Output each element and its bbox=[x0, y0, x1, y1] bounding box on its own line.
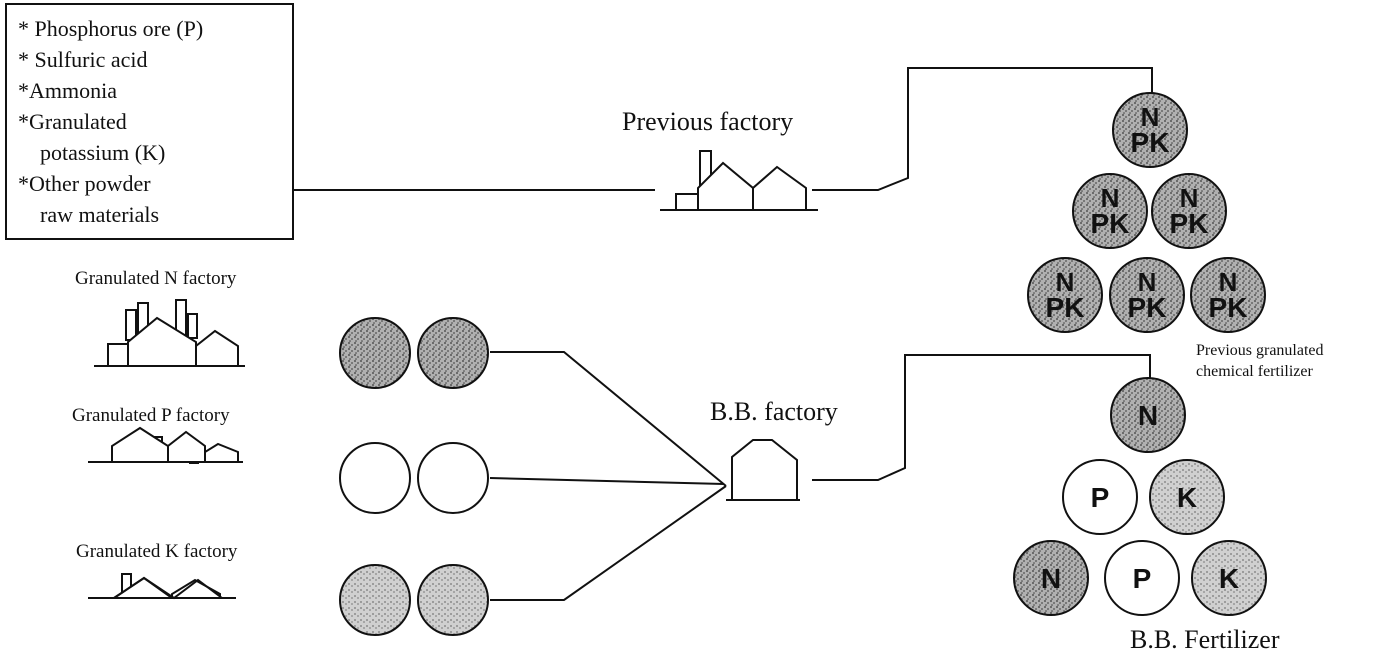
granule-label: PK bbox=[1046, 292, 1085, 323]
raw-material-item: * Sulfuric acid bbox=[18, 47, 148, 72]
granule-label: PK bbox=[1091, 208, 1130, 239]
p-granule: P bbox=[1063, 460, 1137, 534]
n-to-bb-line bbox=[490, 352, 726, 486]
granule-label: N bbox=[1138, 400, 1158, 431]
p-granule-pair bbox=[340, 443, 488, 513]
p-factory-icon bbox=[88, 428, 243, 463]
n-granule bbox=[418, 318, 488, 388]
raw-materials-box: * Phosphorus ore (P) * Sulfuric acid *Am… bbox=[6, 4, 293, 239]
granule-label: PK bbox=[1170, 208, 1209, 239]
bb-factory-label: B.B. factory bbox=[710, 397, 838, 426]
p-to-bb-line bbox=[490, 478, 724, 484]
raw-material-item: raw materials bbox=[40, 202, 159, 227]
p-granule bbox=[418, 443, 488, 513]
bb-fertilizer-pyramid: N P K N P K bbox=[1014, 378, 1266, 615]
raw-material-item: potassium (K) bbox=[40, 140, 165, 165]
n-granule: N bbox=[1014, 541, 1088, 615]
p-factory-label: Granulated P factory bbox=[72, 405, 230, 426]
k-granule: K bbox=[1192, 541, 1266, 615]
k-to-bb-line bbox=[490, 486, 726, 600]
npk-granule: NPK bbox=[1073, 174, 1147, 248]
raw-material-item: *Granulated bbox=[18, 109, 127, 134]
npk-granule: NPK bbox=[1113, 93, 1187, 167]
bb-fertilizer-caption: B.B. Fertilizer bbox=[1130, 625, 1280, 654]
previous-fertilizer-caption-line2: chemical fertilizer bbox=[1196, 363, 1313, 380]
granule-label: P bbox=[1091, 482, 1110, 513]
k-factory-icon bbox=[88, 574, 236, 598]
p-granule bbox=[340, 443, 410, 513]
granule-label: N bbox=[1041, 563, 1061, 594]
granule-label: PK bbox=[1209, 292, 1248, 323]
npk-granule: NPK bbox=[1028, 258, 1102, 332]
n-granule: N bbox=[1111, 378, 1185, 452]
npk-granule: NPK bbox=[1152, 174, 1226, 248]
previous-to-fertilizer-line bbox=[812, 68, 1152, 190]
n-factory-label: Granulated N factory bbox=[75, 268, 237, 289]
n-granule bbox=[340, 318, 410, 388]
granule-label: K bbox=[1177, 482, 1197, 513]
raw-material-item: *Other powder bbox=[18, 171, 151, 196]
k-granule bbox=[340, 565, 410, 635]
raw-material-item: * Phosphorus ore (P) bbox=[18, 16, 203, 41]
granule-label: PK bbox=[1131, 127, 1170, 158]
raw-material-item: *Ammonia bbox=[18, 78, 117, 103]
granule-label: PK bbox=[1128, 292, 1167, 323]
k-factory-label: Granulated K factory bbox=[76, 541, 238, 562]
n-granule-pair bbox=[340, 318, 488, 388]
previous-factory-icon bbox=[660, 151, 818, 210]
p-granule: P bbox=[1105, 541, 1179, 615]
granule-label: K bbox=[1219, 563, 1239, 594]
n-factory-icon bbox=[94, 300, 245, 366]
k-granule: K bbox=[1150, 460, 1224, 534]
previous-factory-label: Previous factory bbox=[622, 107, 793, 136]
k-granule bbox=[418, 565, 488, 635]
npk-granule: NPK bbox=[1191, 258, 1265, 332]
bb-factory-icon bbox=[726, 440, 800, 500]
k-granule-pair bbox=[340, 565, 488, 635]
npk-granule: NPK bbox=[1110, 258, 1184, 332]
previous-fertilizer-caption-line1: Previous granulated bbox=[1196, 342, 1324, 359]
granule-label: P bbox=[1133, 563, 1152, 594]
